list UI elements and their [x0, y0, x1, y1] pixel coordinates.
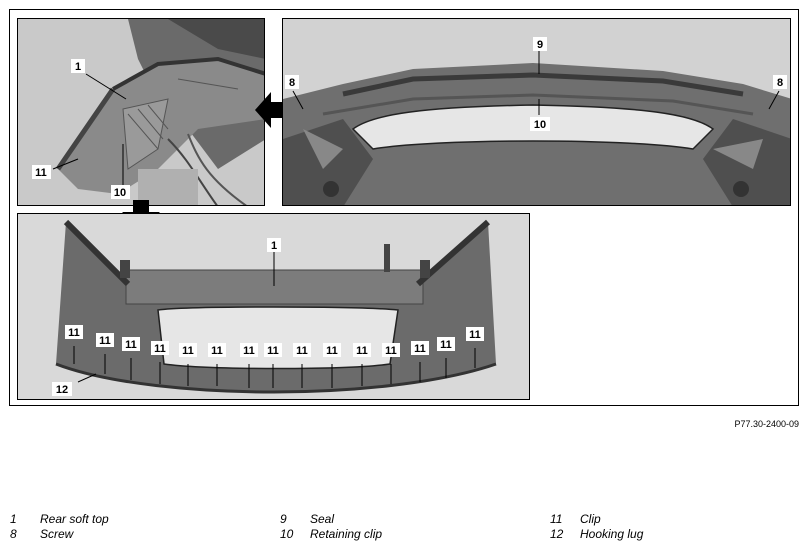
callout-11: 11	[125, 339, 137, 351]
panel-removed-view: 1 12 11 11 11 11 11 11 11 11 11 11 11 11 11 11 11	[17, 213, 530, 400]
callout-12: 12	[56, 384, 68, 396]
callout-11: 11	[99, 335, 111, 347]
callout-11: 11	[211, 345, 223, 357]
installed-view-illustration: 9 10 8 8	[283, 19, 790, 205]
callout-11: 11	[414, 343, 426, 355]
callout-8-left: 8	[289, 77, 295, 89]
callout-11-box	[208, 343, 226, 357]
callout-8-right: 8	[777, 77, 783, 89]
callout-11: 11	[296, 345, 308, 357]
callout-11-box	[240, 343, 258, 357]
removed-view-illustration: 1 12 11 11 11 11 11 11 11 11 11 11 11 11 11 11 11	[18, 214, 529, 399]
callout-11: 11	[154, 343, 166, 355]
detail-view-illustration: 1 11 10	[18, 19, 264, 205]
callout-11-box	[466, 327, 484, 341]
callout-11: 11	[182, 345, 194, 357]
callout-11-box	[122, 337, 140, 351]
panel-detail-view: 1 11 10	[17, 18, 265, 206]
callout-11: 11	[68, 327, 80, 339]
callout-11-box	[437, 337, 455, 351]
callout-10-installed: 10	[534, 119, 546, 131]
callout-11-box	[65, 325, 83, 339]
figure-reference: P77.30-2400-09	[734, 419, 799, 429]
callout-11: 11	[326, 345, 338, 357]
callout-11-box	[96, 333, 114, 347]
callout-11-box	[293, 343, 311, 357]
panel-installed-view: 9 10 8 8	[282, 18, 791, 206]
callout-11: 11	[356, 345, 368, 357]
callout-11-box	[382, 343, 400, 357]
callout-11-detail: 11	[35, 167, 47, 179]
callout-11: 11	[385, 345, 397, 357]
callout-10-detail: 10	[114, 187, 126, 199]
callout-11: 11	[469, 329, 481, 341]
callout-1-removed: 1	[271, 240, 277, 252]
callout-11-box	[353, 343, 371, 357]
callout-11: 11	[440, 339, 452, 351]
arrow-left-icon	[255, 92, 287, 128]
callout-9: 9	[537, 39, 543, 51]
callout-11-box	[323, 343, 341, 357]
callout-11: 11	[267, 345, 279, 357]
callout-11-box	[264, 343, 282, 357]
callout-1-detail: 1	[75, 61, 81, 73]
callout-11-box	[411, 341, 429, 355]
callout-11-box	[179, 343, 197, 357]
callout-11: 11	[243, 345, 255, 357]
callout-11-box	[151, 341, 169, 355]
